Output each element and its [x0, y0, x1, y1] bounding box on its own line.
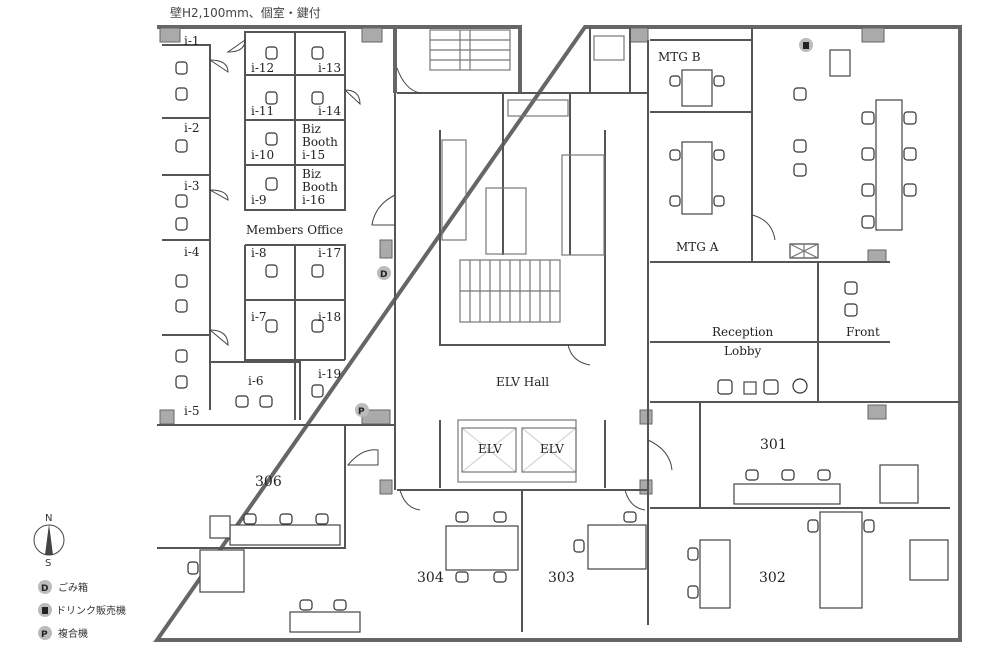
room-labels: Members Office ELV Hall ELV ELV MTG B MT…: [246, 50, 880, 586]
room-306-label: 306: [255, 474, 282, 490]
booth-i-4: i-4: [184, 245, 200, 259]
svg-text:ドリンク販売機: ドリンク販売機: [56, 604, 126, 617]
booth-partitions: [162, 31, 346, 420]
members-office-label: Members Office: [246, 223, 343, 237]
booth-i-1: i-1: [184, 34, 200, 48]
room-302-label: 302: [759, 570, 786, 586]
booth-i-14: i-14: [318, 104, 342, 118]
staircase-top: [429, 29, 511, 71]
room-301-label: 301: [760, 437, 787, 453]
elv-1-label: ELV: [478, 442, 502, 456]
booth-i-3: i-3: [184, 179, 200, 193]
booth-i-13: i-13: [318, 61, 341, 75]
booth-labels: i-1 i-2 i-3 i-4 i-5 i-6 i-7 i-8 i-9 i-10…: [184, 34, 342, 418]
svg-text:D: D: [41, 584, 48, 594]
booth-i-11: i-11: [251, 104, 274, 118]
interior-walls: [157, 28, 960, 632]
svg-text:S: S: [45, 558, 51, 569]
svg-text:複合機: 複合機: [58, 627, 88, 640]
booth-i-9: i-9: [251, 193, 267, 207]
booth-i-7: i-7: [251, 310, 267, 324]
booth-i-16-line2: Booth: [302, 180, 338, 194]
elv-2-label: ELV: [540, 442, 564, 456]
booth-i-16-line3: i-16: [302, 193, 325, 207]
booth-i-18: i-18: [318, 310, 341, 324]
svg-text:P: P: [358, 407, 365, 417]
booth-i-6: i-6: [248, 374, 264, 388]
wall-height-caption: 壁H2,100mm、個室・鍵付: [170, 5, 321, 20]
drink-vending-marker: [799, 38, 813, 52]
booth-i-12: i-12: [251, 61, 274, 75]
staircase-core: [459, 259, 561, 323]
legend: D ごみ箱 ドリンク販売機 P 複合機: [38, 580, 126, 640]
furniture: [175, 46, 949, 633]
svg-text:P: P: [41, 630, 48, 640]
trash-marker: D: [377, 266, 391, 280]
mtg-b-label: MTG B: [658, 50, 701, 64]
svg-text:D: D: [380, 270, 387, 280]
doors: [209, 39, 776, 511]
elv-hall-label: ELV Hall: [496, 375, 549, 389]
printer-marker: P: [355, 403, 369, 417]
booth-i-16-line1: Biz: [302, 167, 321, 181]
lobby-label: Lobby: [724, 344, 762, 358]
svg-text:N: N: [45, 513, 52, 524]
front-label: Front: [846, 325, 880, 339]
booth-i-15-line1: Biz: [302, 122, 321, 136]
toilets: [441, 35, 625, 256]
booth-i-5: i-5: [184, 404, 200, 418]
booth-i-10: i-10: [251, 148, 274, 162]
mtg-a-label: MTG A: [676, 240, 719, 254]
booth-i-15-line2: Booth: [302, 135, 338, 149]
legend-item-drink: ドリンク販売機: [38, 603, 126, 617]
compass-icon: N S: [33, 513, 65, 569]
room-303-label: 303: [548, 570, 575, 586]
room-304-label: 304: [417, 570, 444, 586]
legend-item-trash: D ごみ箱: [38, 580, 88, 594]
booth-i-17: i-17: [318, 246, 341, 260]
booth-i-2: i-2: [184, 121, 200, 135]
booth-i-8: i-8: [251, 246, 267, 260]
booth-i-19: i-19: [318, 367, 341, 381]
booth-i-15-line3: i-15: [302, 148, 325, 162]
svg-text:ごみ箱: ごみ箱: [58, 581, 88, 594]
reception-label: Reception: [712, 325, 774, 339]
legend-item-printer: P 複合機: [38, 626, 88, 640]
